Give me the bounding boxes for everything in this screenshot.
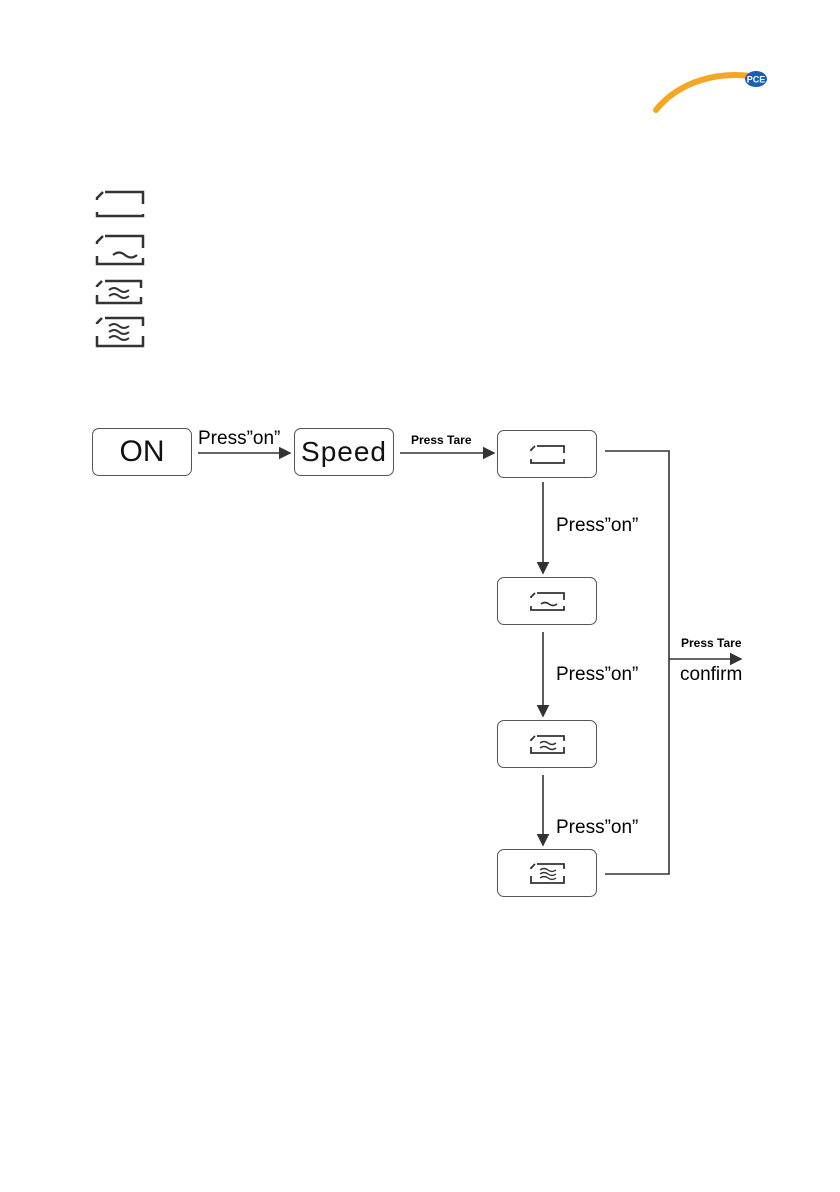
label-confirm-press-tare: Press Tare bbox=[681, 636, 742, 650]
label-press-on-2: Press”on” bbox=[556, 664, 638, 686]
label-press-tare-top: Press Tare bbox=[411, 433, 472, 447]
label-press-on-top: Press”on” bbox=[198, 428, 280, 450]
label-press-on-3: Press”on” bbox=[556, 817, 638, 839]
label-press-on-1: Press”on” bbox=[556, 515, 638, 537]
label-confirm: confirm bbox=[680, 664, 742, 686]
